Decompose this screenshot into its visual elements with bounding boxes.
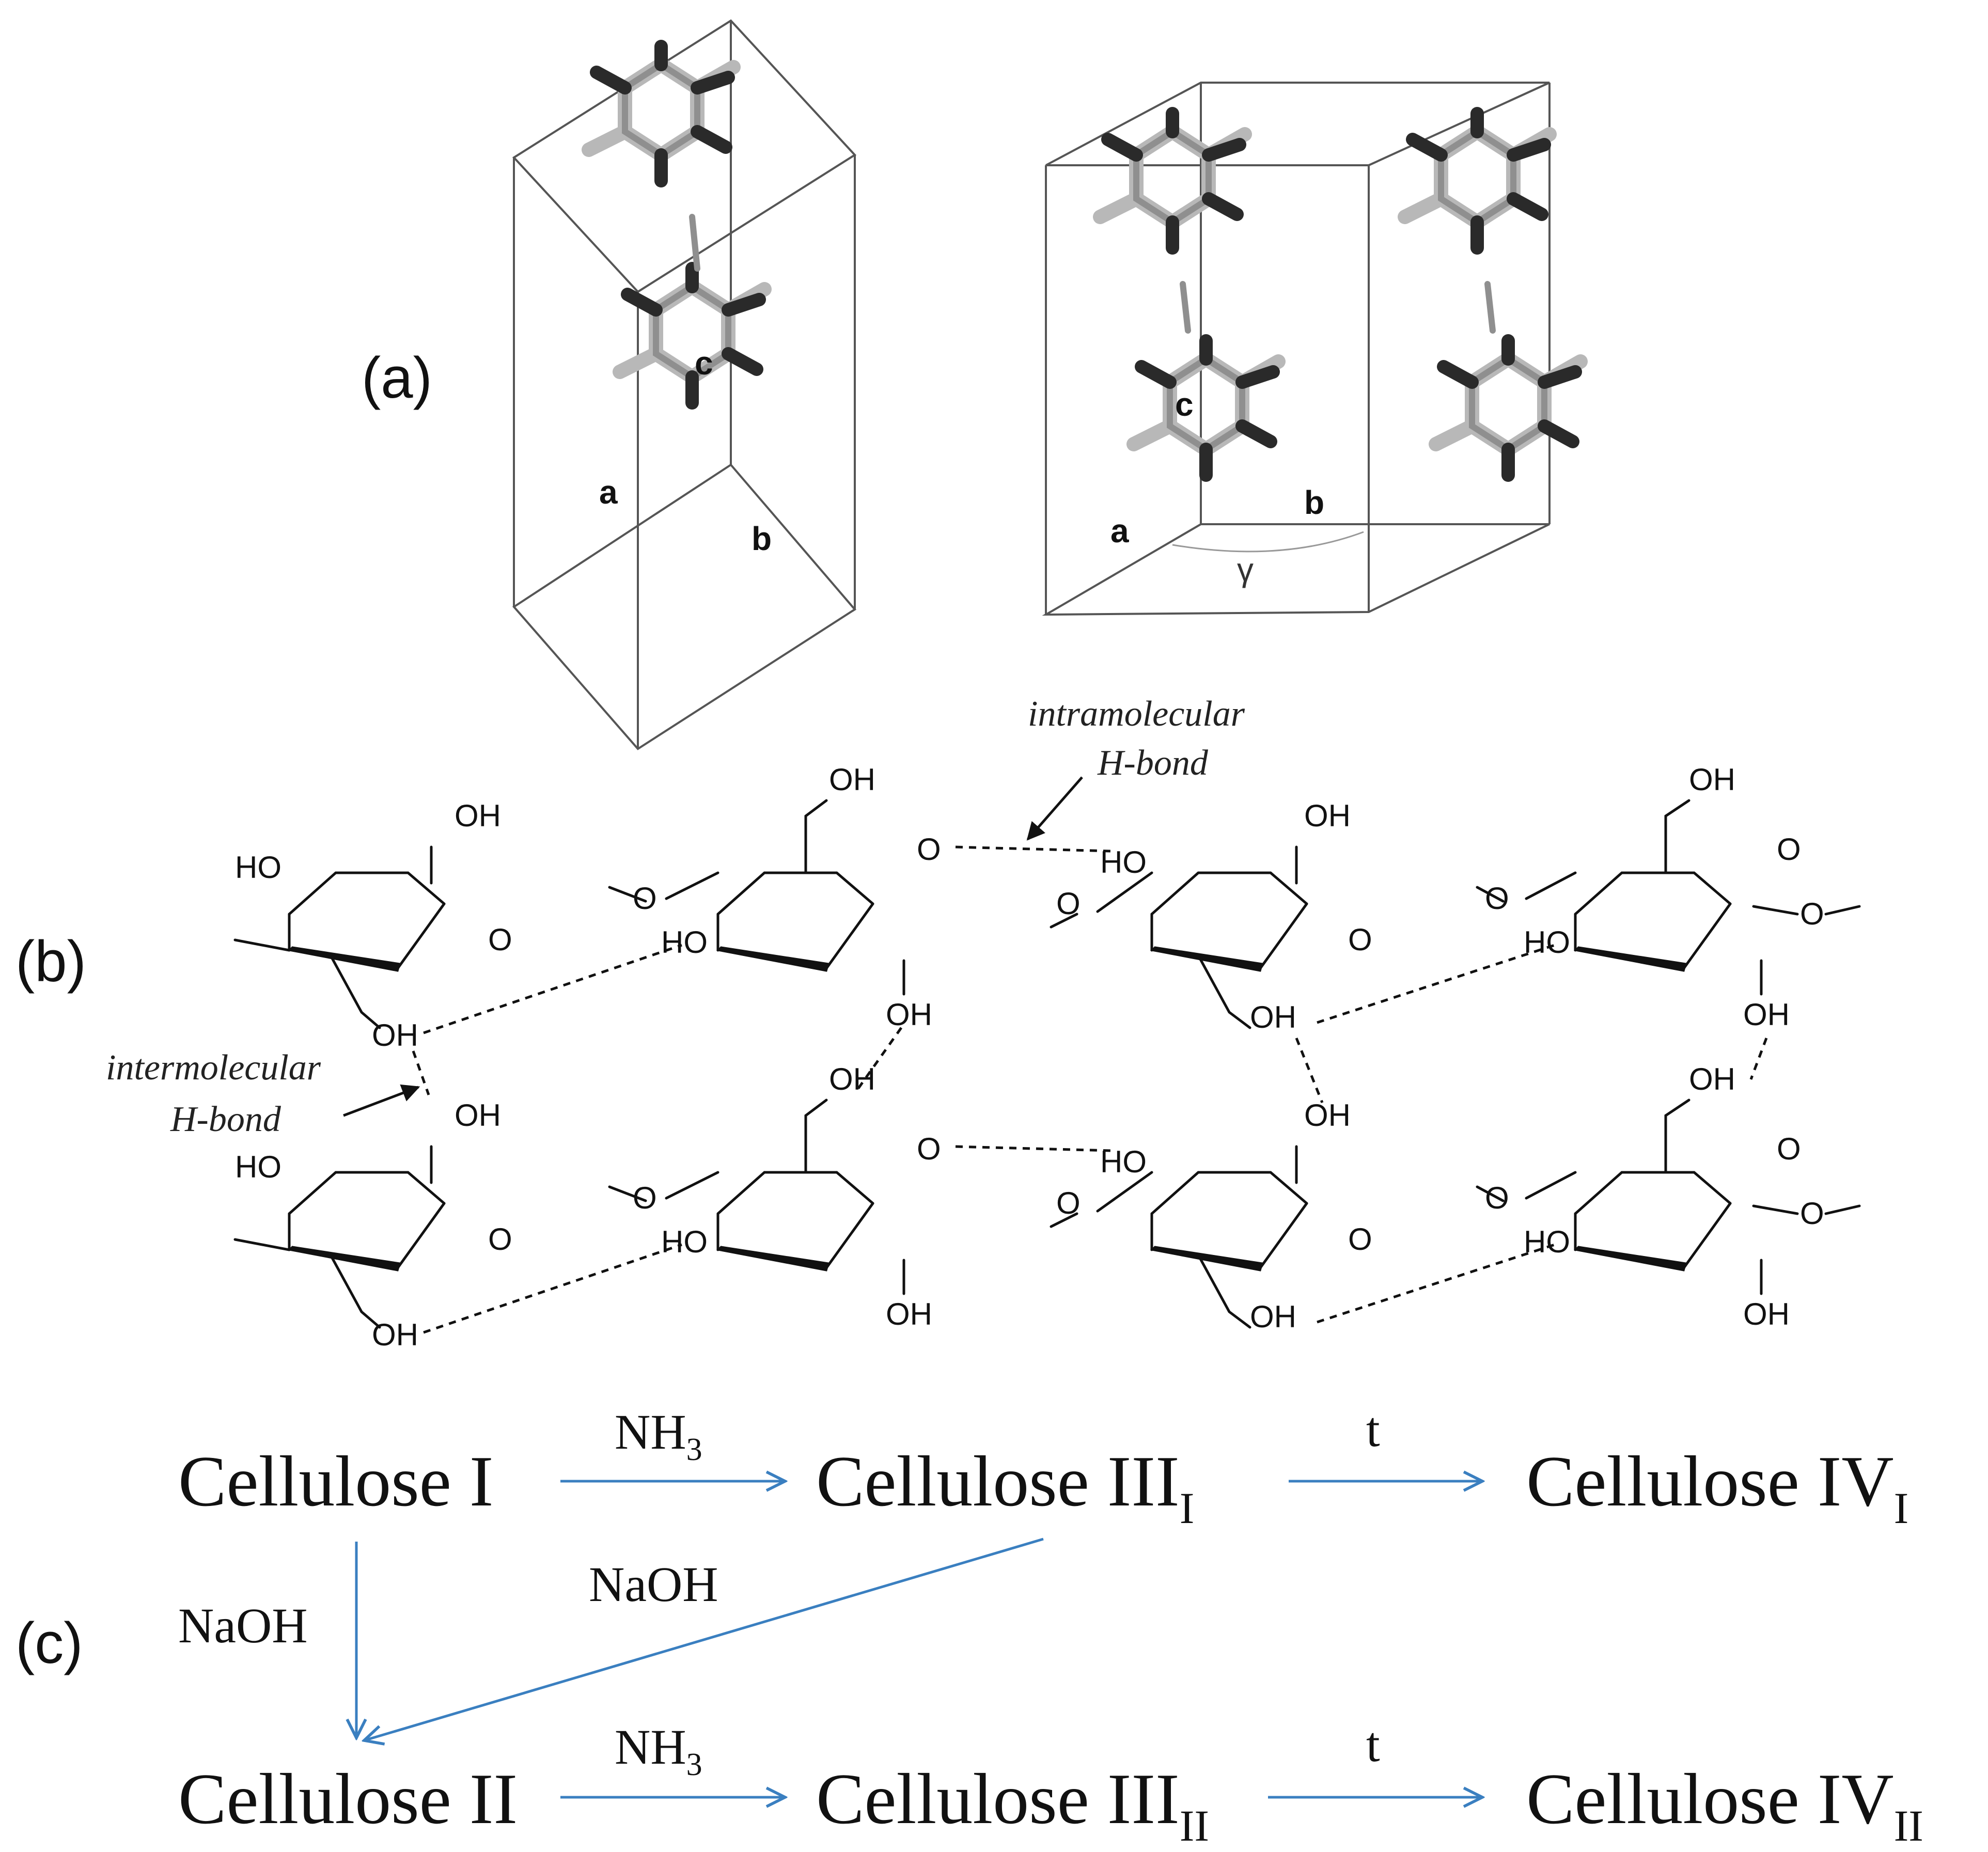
label-o: O [633,881,657,916]
intermolecular-label: intermolecular [106,1048,321,1088]
cellulose-iv-i-base: Cellulose IV [1526,1441,1894,1521]
intramolecular-label-hbond: H-bond [1097,743,1209,783]
label-ho: HO [1524,1225,1570,1259]
label-oh: OH [1743,997,1790,1032]
label-ho: HO [661,925,708,960]
label-o: O [917,832,941,867]
label-o: O [917,1132,941,1166]
label-o: O [1485,881,1509,916]
cellulose-iii-ii: Cellulose IIIII [816,1759,1209,1850]
label-oh: OH [372,1018,418,1053]
label-oh: OH [1250,1299,1296,1334]
intermolecular-label-hbond: H-bond [170,1100,281,1139]
panel-b-label: (b) [15,929,86,994]
cellulose-ii: Cellulose II [178,1759,518,1839]
label-o: O [1348,922,1372,957]
cellulose-iii-ii-base: Cellulose III [816,1759,1180,1839]
cellulose-iii-i-subscript: I [1180,1483,1195,1533]
label-o: O [633,1181,657,1215]
arrow-iii-i-to-ii [364,1537,1044,1740]
cellulose-iii-ii-subscript: II [1180,1801,1209,1850]
intermolecular-annotation: intermolecular H-bond [106,1048,420,1139]
cellulose-iii-i-base: Cellulose III [816,1441,1180,1521]
reagent-nh3-top: NH3 [615,1404,702,1467]
cellulose-iv-i: Cellulose IVI [1526,1441,1908,1533]
hydrogen-bonds [412,845,1768,1334]
cell2-angle-gamma: γ [1237,551,1254,588]
cell1-axis-a: a [599,474,618,511]
panel-c-label: (c) [15,1611,83,1675]
unit-cell-2: c a b γ [1042,82,1580,616]
label-oh: OH [1689,1062,1735,1096]
cellulose-iv-i-subscript: I [1894,1483,1909,1533]
cellulose-iv-ii: Cellulose IVII [1526,1759,1923,1850]
label-oh: OH [455,1098,501,1133]
cellulose-chain-top: OH HO O O OH O HO OH O HO OH O OH O OH O… [233,762,1861,1053]
reagent-t-bottom: t [1366,1717,1380,1772]
label-o: O [1777,1132,1801,1166]
panel-a-label: (a) [362,346,432,410]
label-oh: OH [886,997,932,1032]
label-ho: HO [1524,925,1570,960]
label-oh: OH [829,1062,875,1096]
label-o: O [1485,1181,1509,1215]
label-ho: HO [661,1225,708,1259]
label-oh: OH [455,798,501,833]
label-oh: OH [1743,1297,1790,1331]
intramolecular-label: intramolecular [1028,694,1245,734]
intramolecular-annotation: intramolecular H-bond [1026,694,1245,841]
reagent-naoh-left: NaOH [178,1598,308,1653]
reagent-nh3-bottom: NH3 [615,1719,702,1782]
cellulose-iv-ii-base: Cellulose IV [1526,1759,1894,1839]
label-o: O [1056,886,1081,921]
reagent-nh3-bottom-base: NH [615,1719,686,1775]
label-oh: OH [1689,762,1735,797]
label-o: O [488,922,512,957]
label-o: O [1348,1222,1372,1257]
unit-cell-1: c a b [512,19,857,750]
label-o: O [488,1222,512,1257]
cellulose-iv-ii-subscript: II [1894,1801,1923,1850]
reagent-nh3-bottom-subscript: 3 [686,1747,702,1782]
reagent-nh3-top-subscript: 3 [686,1432,702,1467]
label-ho: HO [235,850,281,885]
label-o: O [1800,1196,1824,1231]
cell2-axis-b: b [1304,484,1324,521]
conversion-scheme: Cellulose I Cellulose IIII Cellulose IVI… [178,1402,1923,1850]
label-oh: OH [1304,798,1351,833]
label-oh: OH [1250,1000,1296,1034]
cellulose-iii-i: Cellulose IIII [816,1441,1194,1533]
label-ho: HO [235,1150,281,1184]
reagent-naoh-diagonal: NaOH [589,1557,718,1612]
label-oh: OH [372,1317,418,1352]
label-oh: OH [829,762,875,797]
cell1-axis-c: c [695,344,713,382]
label-oh: OH [1304,1098,1351,1133]
reagent-t-top: t [1366,1402,1380,1457]
cell2-axis-a: a [1110,512,1129,550]
label-o: O [1777,832,1801,867]
cell1-axis-b: b [752,520,772,557]
reagent-nh3-top-base: NH [615,1404,686,1459]
cellulose-chain-bottom: OH HO O O OH O HO OH O HO OH O OH O OH O… [233,1062,1861,1352]
label-oh: OH [886,1297,932,1331]
cellulose-i: Cellulose I [178,1441,493,1521]
cell2-axis-c: c [1175,386,1194,423]
label-o: O [1056,1186,1081,1220]
label-o: O [1800,897,1824,931]
